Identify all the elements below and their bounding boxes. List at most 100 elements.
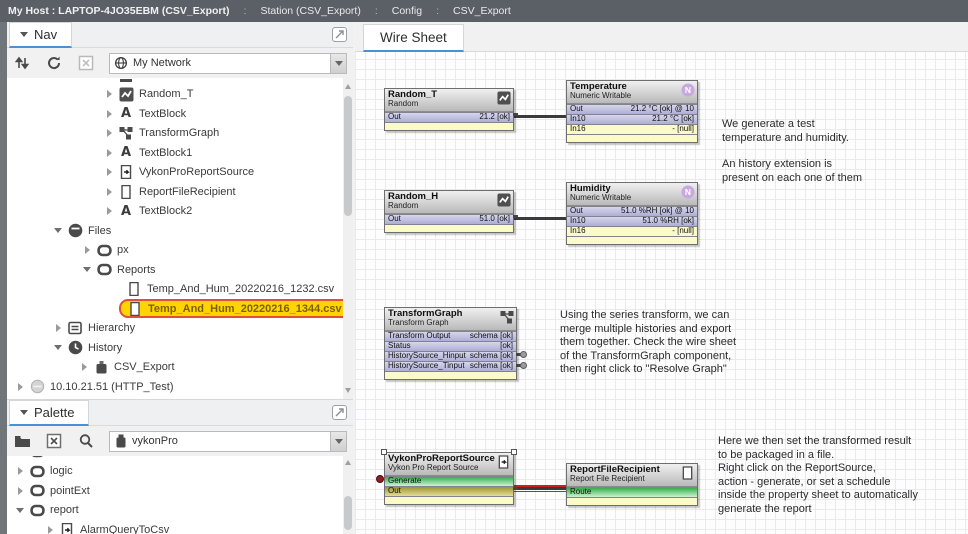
tree-row-files[interactable]: Files [7,221,353,241]
block-header[interactable]: ReportFileRecipient Report File Recipien… [567,464,697,487]
out-pin[interactable] [513,113,518,116]
block-header[interactable]: Temperature Numeric Writable N [567,81,697,104]
tree-row-hierarchy[interactable]: Hierarchy [7,319,353,339]
breadcrumb-csv-export[interactable]: CSV_Export [453,5,511,17]
chevron-down-icon[interactable] [20,32,28,37]
caret-right-icon[interactable] [104,129,114,138]
nav-scrollbar[interactable] [343,78,353,399]
tinput-pin[interactable] [516,364,521,367]
caret-right-icon[interactable] [45,525,55,534]
tab-wire-sheet[interactable]: Wire Sheet [363,24,464,52]
caret-right-icon[interactable] [15,486,25,495]
slot-row-transform-output[interactable]: Transform Output schema [ok] [385,330,516,341]
slot-row-out[interactable]: Out 51.0 [ok] [385,213,513,224]
tree-row-csv-1232[interactable]: Temp_And_Hum_20220216_1232.csv [7,280,353,300]
dropdown-caret-icon[interactable] [330,431,346,451]
block-header[interactable]: TransformGraph Transform Graph [385,308,516,331]
network-select[interactable]: My Network [109,52,347,74]
tree-row-textblock1[interactable]: A TextBlock1 [7,143,353,163]
block-header[interactable]: Random_H Random [385,191,513,214]
caret-right-icon[interactable] [15,382,25,391]
breadcrumb-config[interactable]: Config [391,5,423,17]
tree-row-transformgraph[interactable]: TransformGraph [7,124,353,144]
slot-row-out[interactable]: Out 21.2 °C [ok] @ 10 [567,103,697,114]
slot-row-in10[interactable]: In10 51.0 %RH [ok] [567,215,697,226]
tree-row-remote-station[interactable]: 10.10.21.51 (HTTP_Test) [7,377,353,397]
refresh-icon[interactable] [45,54,63,72]
wire-reportsource-recipient[interactable] [514,485,566,492]
tree-row-report[interactable]: report [7,501,353,521]
scroll-down-icon[interactable] [345,388,351,393]
block-random-h[interactable]: Random_H Random Out 51.0 [ok] [384,190,518,233]
slot-row-in16[interactable]: In16 - [null] [567,123,697,134]
expand-panel-icon[interactable] [332,27,347,42]
caret-right-icon[interactable] [104,109,114,118]
tree-row-history[interactable]: History [7,338,353,358]
close-palette-x-icon[interactable] [45,432,63,450]
wiresheet-canvas[interactable]: Random_T Random Out 21.2 [ok] Temperatur… [355,52,968,534]
wire-randomh-humidity[interactable] [514,217,566,220]
caret-right-icon[interactable] [104,207,114,216]
block-humidity[interactable]: Humidity Numeric Writable N Out 51.0 %RH… [566,182,698,245]
scroll-up-icon[interactable] [345,460,351,465]
tree-row-textblock[interactable]: A TextBlock [7,104,353,124]
expand-panel-icon[interactable] [332,405,347,420]
tree-row-random-t[interactable]: Random_T [7,85,353,105]
block-random-t[interactable]: Random_T Random Out 21.2 [ok] [384,88,518,131]
selection-handle[interactable] [511,449,517,455]
block-header[interactable]: Humidity Numeric Writable N [567,183,697,206]
scrollbar-thumb[interactable] [344,496,352,530]
caret-right-icon[interactable] [104,148,114,157]
tab-nav[interactable]: Nav [9,22,73,48]
selection-handle[interactable] [381,449,387,455]
caret-right-icon[interactable] [79,363,89,372]
sort-icon[interactable] [13,54,31,72]
hinput-connector-dot[interactable] [520,351,527,358]
hinput-pin[interactable] [516,353,521,356]
search-palette-icon[interactable] [77,432,95,450]
breadcrumb-host[interactable]: My Host : LAPTOP-4JO35EBM (CSV_Export) [8,5,230,17]
tree-row-logic[interactable]: logic [7,462,353,482]
clear-x-icon[interactable] [77,54,95,72]
tree-row-csv-1344-selected[interactable]: Temp_And_Hum_20220216_1344.csv [7,299,353,319]
slot-row-in10[interactable]: In10 21.2 °C [ok] [567,113,697,124]
palette-scrollbar[interactable] [343,456,353,534]
palette-module-select[interactable]: vykonPro [109,430,347,452]
slot-row-in16[interactable]: In16 - [null] [567,225,697,236]
block-reportfilerecipient[interactable]: ReportFileRecipient Report File Recipien… [566,463,698,506]
caret-down-icon[interactable] [15,507,25,513]
caret-down-icon[interactable] [82,267,92,273]
caret-down-icon[interactable] [53,228,63,234]
caret-right-icon[interactable] [104,187,114,196]
open-palette-folder-icon[interactable] [13,432,31,450]
slot-row-out[interactable]: Out [385,485,513,496]
caret-right-icon[interactable] [82,246,92,255]
slot-row-out[interactable]: Out 51.0 %RH [ok] @ 10 [567,205,697,216]
tree-row-alarmquerytocsv[interactable]: AlarmQueryToCsv [7,520,353,534]
scrollbar-thumb[interactable] [344,96,352,216]
block-header[interactable]: VykonProReportSource Vykon Pro Report So… [385,453,513,476]
slot-row-route[interactable]: Route [567,486,697,497]
caret-right-icon[interactable] [53,324,63,333]
slot-row-historysource-hinput[interactable]: HistorySource_Hinput schema [ok] [385,350,516,361]
slot-row-generate[interactable]: Generate [385,475,513,486]
out-pin[interactable] [513,215,518,218]
caret-right-icon[interactable] [15,467,25,476]
breadcrumb-station[interactable]: Station (CSV_Export) [260,5,361,17]
chevron-down-icon[interactable] [20,410,28,415]
block-temperature[interactable]: Temperature Numeric Writable N Out 21.2 … [566,80,698,143]
tree-row-vykonproreportsource[interactable]: VykonProReportSource [7,163,353,183]
tree-row-px[interactable]: px [7,241,353,261]
tree-row-reportfilerecipient[interactable]: ReportFileRecipient [7,182,353,202]
tree-row-reports[interactable]: Reports [7,260,353,280]
slot-row-out[interactable]: Out 21.2 [ok] [385,111,513,122]
block-header[interactable]: Random_T Random [385,89,513,112]
out-pin[interactable] [513,487,518,490]
dropdown-caret-icon[interactable] [330,53,346,73]
caret-right-icon[interactable] [104,90,114,99]
tree-row-csv-export-history[interactable]: CSV_Export [7,358,353,378]
caret-right-icon[interactable] [104,168,114,177]
caret-down-icon[interactable] [53,345,63,351]
tree-row-pointext[interactable]: pointExt [7,481,353,501]
slot-row-historysource-tinput[interactable]: HistorySource_Tinput schema [ok] [385,360,516,371]
